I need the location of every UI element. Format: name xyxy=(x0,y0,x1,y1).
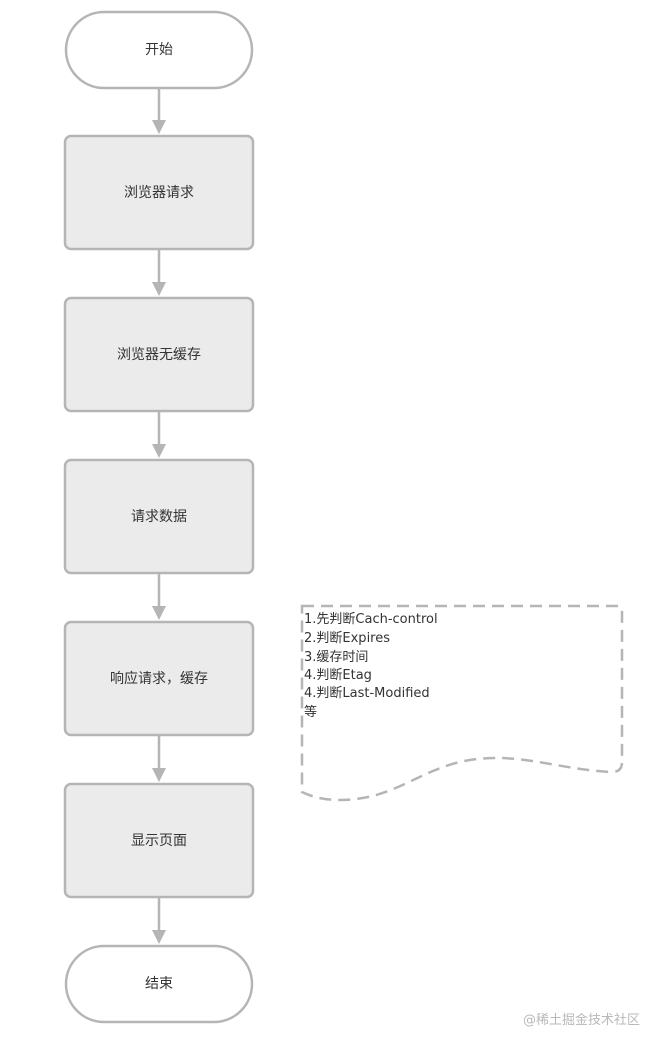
arrowhead xyxy=(152,930,166,944)
note-line: 4.判断Last-Modified xyxy=(304,686,430,701)
process-step-display-page: 显示页面 xyxy=(63,782,255,899)
arrowhead xyxy=(152,444,166,458)
step-label: 浏览器无缓存 xyxy=(117,347,201,363)
arrowhead xyxy=(152,120,166,134)
start-terminator: 开始 xyxy=(64,10,254,90)
step-label: 显示页面 xyxy=(131,833,187,849)
watermark: @稀土掘金技术社区 xyxy=(523,1012,640,1028)
annotation-note: 1.先判断Cach-control 2.判断Expires 3.缓存时间 4.判… xyxy=(300,604,624,802)
note-line: 等 xyxy=(304,704,317,720)
step-label: 浏览器请求 xyxy=(124,185,194,201)
step-label: 响应请求，缓存 xyxy=(110,670,208,687)
arrowhead xyxy=(152,606,166,620)
end-terminator: 结束 xyxy=(64,944,254,1024)
arrowheads xyxy=(152,120,166,944)
process-step-browser-no-cache: 浏览器无缓存 xyxy=(63,296,255,413)
end-label: 结束 xyxy=(145,976,173,992)
step-label: 请求数据 xyxy=(131,509,187,525)
start-label: 开始 xyxy=(145,42,173,58)
process-step-browser-request: 浏览器请求 xyxy=(63,134,255,251)
note-line: 3.缓存时间 xyxy=(304,650,368,665)
note-line: 1.先判断Cach-control xyxy=(304,612,438,627)
process-step-request-data: 请求数据 xyxy=(63,458,255,575)
note-outline xyxy=(300,604,624,802)
arrowhead xyxy=(152,768,166,782)
process-step-response-cache: 响应请求，缓存 xyxy=(63,620,255,737)
note-line: 2.判断Expires xyxy=(304,631,390,646)
note-line: 4.判断Etag xyxy=(304,668,372,683)
arrowhead xyxy=(152,282,166,296)
